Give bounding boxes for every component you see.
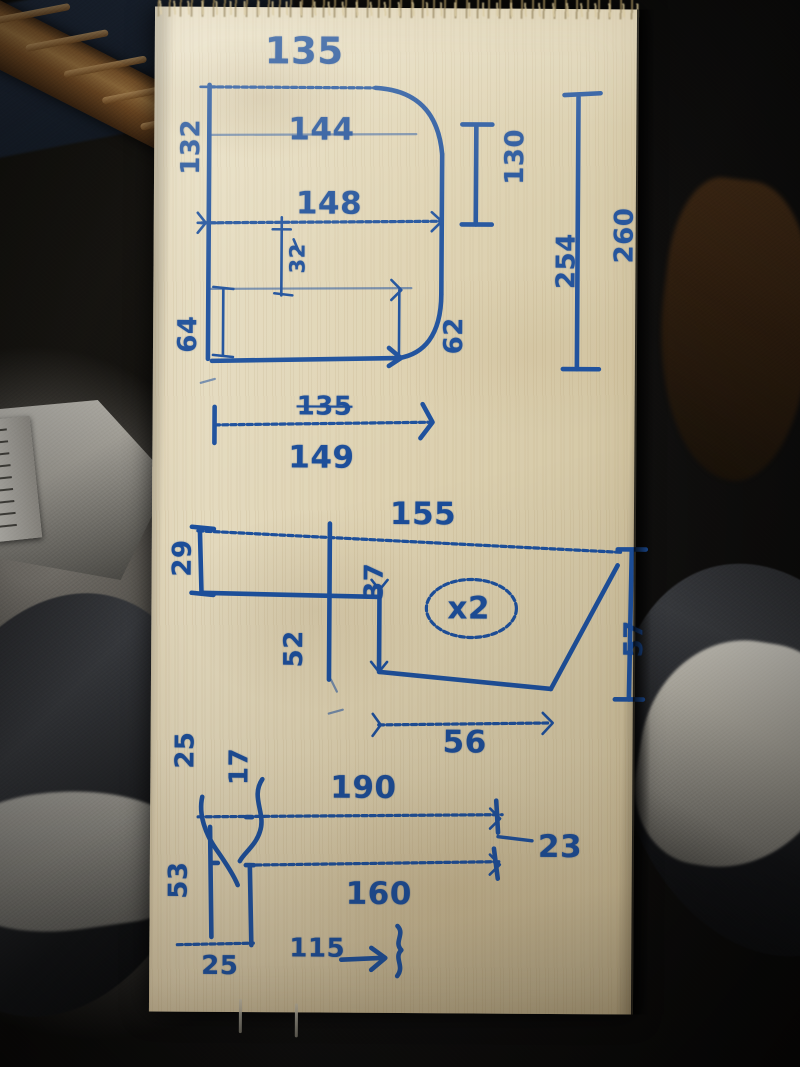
p1-line-148	[200, 219, 442, 225]
p3-foot-line	[175, 941, 255, 947]
p1-top-edge	[207, 85, 378, 90]
p1-dim-line-149	[212, 420, 433, 427]
p1-arrow-62-top	[389, 278, 403, 302]
p1-bottom-edge	[209, 355, 402, 364]
dim-label-155: 155	[389, 495, 457, 533]
p1-centre-tick-b	[273, 291, 294, 297]
p3-right-tick-lower	[491, 846, 501, 881]
dim-label-53: 53	[163, 861, 194, 899]
p3-arrow-115-head	[368, 945, 388, 973]
dim-254-260-cap-top	[562, 90, 603, 98]
marker-drawing	[175, 82, 649, 979]
p2-step-vertical	[376, 585, 382, 673]
dim-label-25-bottom: 25	[201, 950, 239, 982]
p2-dim-56-arrow-right	[541, 711, 555, 736]
dim-label-32: 32	[285, 243, 310, 274]
dim-label-130: 130	[499, 128, 531, 185]
dim-label-23: 23	[537, 828, 583, 866]
p1-rule-144	[209, 133, 418, 136]
p1-centre-mark	[292, 238, 301, 255]
p3-brace	[394, 923, 404, 979]
p2-bottom-edge	[376, 669, 554, 692]
p3-arrow-23-b	[488, 853, 502, 876]
dim-label-29: 29	[167, 539, 198, 577]
p3-lower-rail	[246, 860, 502, 867]
dim-label-17: 17	[224, 747, 255, 786]
p2-left-edge	[197, 526, 204, 596]
dim-label-160: 160	[345, 875, 412, 913]
dim-label-56: 56	[442, 724, 487, 761]
p2-arrow-37-up	[370, 578, 389, 592]
p1-arrow-148-right	[430, 210, 444, 233]
p1-bottom-right-radius	[396, 291, 444, 361]
p2-dim-29-cap-bottom	[189, 590, 216, 598]
p2-centre-tick	[329, 678, 338, 693]
p1-stray-mark	[199, 377, 216, 384]
p1-tick-64-top	[212, 285, 235, 291]
p3-left-leg	[207, 824, 214, 940]
dim-label-52: 52	[279, 630, 310, 668]
p3-arrow-115-shaft	[338, 955, 384, 962]
p2-quantity-circle	[424, 577, 519, 640]
p2-stray-mark	[327, 708, 344, 715]
dim-label-64: 64	[172, 315, 204, 353]
p1-dim-arrow-right	[418, 401, 435, 441]
p2-taper-diagonal	[548, 563, 620, 692]
dim-label-149: 149	[288, 439, 355, 476]
dim-label-132: 132	[176, 118, 207, 175]
p2-dim-29-cap-top	[189, 524, 217, 532]
p3-dim-23-line	[496, 834, 534, 843]
p2-dim-56-line	[377, 721, 553, 727]
p1-tick-64-bottom	[211, 353, 235, 359]
dim-label-190: 190	[330, 769, 397, 807]
p1-arrow-62-bottom	[386, 345, 404, 369]
dim-label-25-top: 25	[170, 731, 201, 769]
p3-left-bend	[198, 794, 241, 888]
dim-label-135: 135	[264, 29, 344, 73]
p1-top-right-radius	[373, 85, 445, 157]
p2-centre-vertical	[326, 521, 333, 682]
p2-top-edge	[196, 529, 624, 554]
dim-label-148: 148	[295, 185, 363, 222]
dim-130-line	[473, 124, 479, 227]
p1-right-edge	[439, 151, 445, 297]
dim-label-115: 115	[289, 933, 346, 964]
p2-flange-bottom	[199, 590, 382, 600]
dim-label-254: 254	[551, 233, 582, 290]
p3-drop-vertical	[247, 862, 254, 948]
dim-label-144: 144	[288, 111, 355, 148]
plywood-board: 135 132 144 148 32 64 62 135 149 130 254…	[148, 0, 656, 1038]
p2-dim-57-line	[626, 549, 635, 702]
dim-label-37: 37	[359, 562, 390, 600]
quantity-label-x2: x2	[447, 590, 491, 627]
dim-label-62: 62	[438, 317, 470, 355]
p3-upper-rail	[196, 813, 504, 819]
p2-dim-56-arrow-left	[371, 712, 382, 738]
dim-label-135-crossed: 135	[296, 391, 353, 422]
p3-curve-17	[237, 776, 265, 864]
p3-arrow-23-a	[488, 807, 502, 830]
p1-rule-lower	[208, 287, 413, 290]
dim-254-260-line	[574, 94, 581, 372]
